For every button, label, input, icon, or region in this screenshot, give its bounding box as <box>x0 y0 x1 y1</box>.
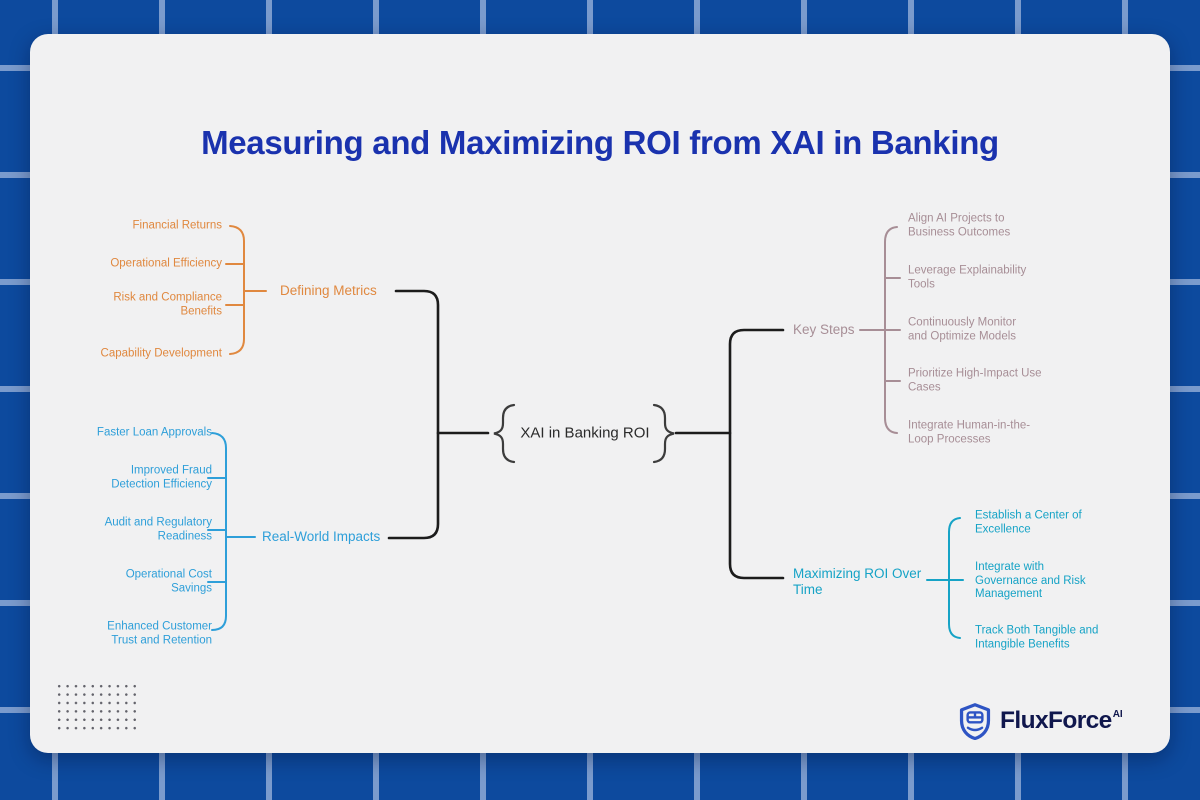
node-leverage-explainability: Leverage Explainability Tools <box>908 264 1027 291</box>
node-real-world-impacts: Real-World Impacts <box>262 529 381 544</box>
node-defining-metrics: Defining Metrics <box>280 283 377 298</box>
node-prioritize-use-cases: Prioritize High-Impact Use Cases <box>908 367 1042 394</box>
node-maximizing-roi: Maximizing ROI Over Time <box>793 566 922 597</box>
node-center-of-excellence: Establish a Center of Excellence <box>975 509 1082 536</box>
node-operational-efficiency: Operational Efficiency <box>110 257 222 270</box>
node-operational-cost-savings: Operational Cost Savings <box>125 568 212 595</box>
node-financial-returns: Financial Returns <box>132 219 222 232</box>
node-improved-fraud-detection: Improved Fraud Detection Efficiency <box>111 464 212 491</box>
brand-logo: FluxForceAI <box>958 701 1123 741</box>
node-faster-loan-approvals: Faster Loan Approvals <box>96 426 212 439</box>
root-node: XAI in Banking ROI <box>520 424 650 442</box>
node-key-steps: Key Steps <box>793 322 855 337</box>
node-risk-compliance-benefits: Risk and Compliance Benefits <box>113 291 222 318</box>
brand-text: FluxForce <box>1000 707 1112 734</box>
node-tangible-benefits: Track Both Tangible and Intangible Benef… <box>975 624 1099 651</box>
page-title: Measuring and Maximizing ROI from XAI in… <box>201 124 999 161</box>
node-enhanced-customer-trust: Enhanced Customer Trust and Retention <box>107 620 212 647</box>
node-governance-risk: Integrate with Governance and Risk Manag… <box>975 560 1086 600</box>
dots-decoration <box>55 682 139 734</box>
brand-name: FluxForceAI <box>1000 707 1123 735</box>
node-capability-development: Capability Development <box>100 347 222 360</box>
shield-icon <box>959 702 991 740</box>
node-continuously-monitor: Continuously Monitor and Optimize Models <box>908 316 1017 343</box>
node-align-ai-projects: Align AI Projects to Business Outcomes <box>908 212 1011 239</box>
node-audit-regulatory-readiness: Audit and Regulatory Readiness <box>104 516 212 543</box>
node-integrate-human-loop: Integrate Human-in-the-Loop Processes <box>908 419 1031 446</box>
content-card <box>30 34 1170 753</box>
brand-suffix: AI <box>1112 708 1123 720</box>
